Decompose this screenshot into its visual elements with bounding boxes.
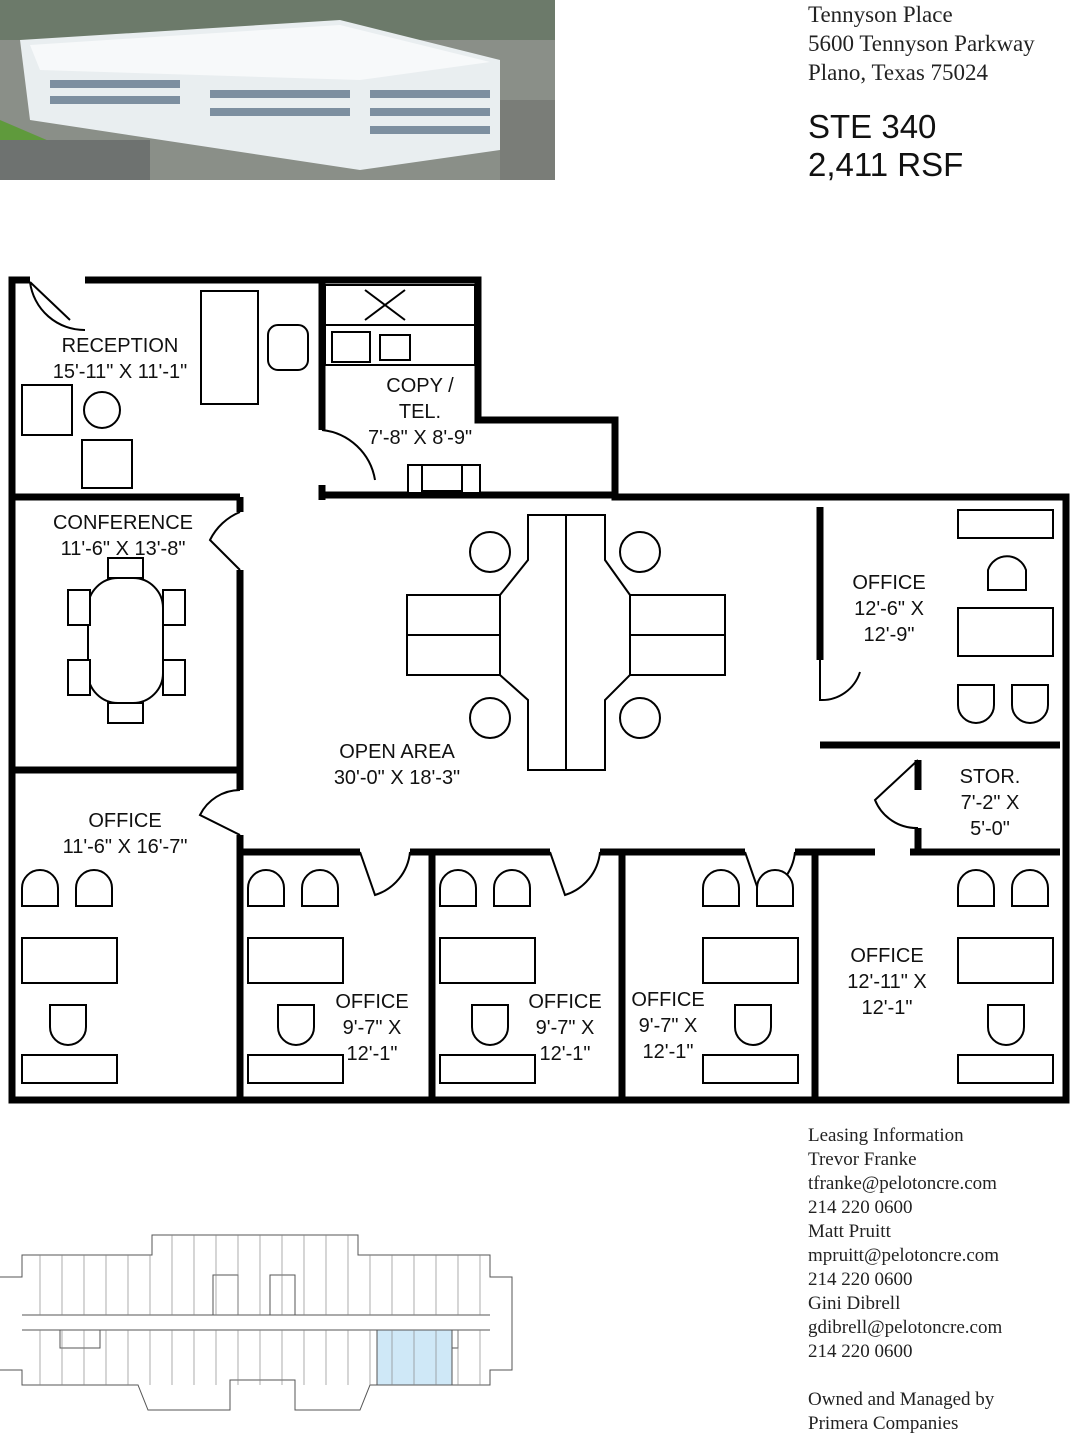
office-furniture	[21, 869, 1054, 1084]
contact-email[interactable]: mpruitt@pelotoncre.com	[808, 1245, 1000, 1266]
reception-dims: 15'-11" X 11'-1"	[53, 361, 188, 383]
office-1-dims: 9'-7" X	[343, 1017, 402, 1039]
storage-dims: 7'-2" X	[961, 792, 1020, 814]
office-ne-label: OFFICE	[852, 572, 925, 594]
rentable-area: 2,411 RSF	[808, 146, 964, 183]
open-area-dims: 30'-0" X 18'-3"	[334, 767, 460, 789]
chair	[277, 1004, 315, 1046]
room-labels: RECEPTION 15'-11" X 11'-1" COPY / TEL. 7…	[53, 335, 1021, 1065]
chair	[439, 869, 477, 907]
desk	[702, 937, 799, 984]
owner-line-1: Owned and Managed by	[808, 1389, 995, 1410]
credenza	[439, 1054, 536, 1084]
office-2-dims-2: 12'-1"	[540, 1043, 591, 1065]
office-se-dims-2: 12'-1"	[862, 997, 913, 1019]
office-3-label: OFFICE	[631, 989, 704, 1011]
storage-dims-2: 5'-0"	[970, 818, 1010, 840]
owner-line-2: Primera Companies	[808, 1413, 959, 1434]
reception-label: RECEPTION	[62, 335, 179, 357]
building-photo	[0, 0, 555, 180]
chair	[987, 1004, 1025, 1046]
leasing-information: Leasing Information Trevor Franke tfranke…	[808, 1124, 1002, 1364]
suite-highlight	[376, 1329, 453, 1386]
storage-label: STOR.	[960, 766, 1021, 788]
suite-info: STE 340 2,411 RSF	[808, 108, 963, 184]
chair	[301, 869, 339, 907]
contact-name: Matt Pruitt	[808, 1221, 891, 1242]
office-3-dims: 9'-7" X	[639, 1015, 698, 1037]
credenza	[247, 1054, 344, 1084]
chair	[493, 869, 531, 907]
office-ne-dims-2: 12'-9"	[864, 624, 915, 646]
conference-label: CONFERENCE	[53, 512, 193, 534]
suite-number: STE 340	[808, 108, 937, 145]
contact-phone: 214 220 0600	[808, 1341, 913, 1362]
open-area-label: OPEN AREA	[339, 741, 455, 763]
chair	[471, 1004, 509, 1046]
contact-phone: 214 220 0600	[808, 1269, 913, 1290]
contact-name: Gini Dibrell	[808, 1293, 901, 1314]
contact-email[interactable]: tfranke@pelotoncre.com	[808, 1173, 997, 1194]
chair	[1011, 869, 1049, 907]
walls	[8, 276, 1070, 1104]
credenza	[702, 1054, 799, 1084]
credenza	[21, 1054, 118, 1084]
owner-info: Owned and Managed by Primera Companies	[808, 1388, 994, 1436]
chair	[49, 1004, 87, 1046]
contact-phone: 214 220 0600	[808, 1197, 913, 1218]
office-1-label: OFFICE	[335, 991, 408, 1013]
credenza	[957, 1054, 1054, 1084]
desk	[247, 937, 344, 984]
chair	[702, 869, 740, 907]
copy-label-2: TEL.	[399, 401, 441, 423]
chair	[75, 869, 113, 907]
furniture	[21, 290, 1054, 771]
office-w-dims: 11'-6" X 16'-7"	[63, 836, 188, 858]
building-key-plan	[0, 1234, 513, 1411]
desk	[957, 937, 1054, 984]
office-1-dims-2: 12'-1"	[347, 1043, 398, 1065]
desk	[21, 937, 118, 984]
contact-email[interactable]: gdibrell@pelotoncre.com	[808, 1317, 1003, 1338]
building-name: Tennyson Place	[808, 2, 953, 27]
office-ne-dims: 12'-6" X	[854, 598, 924, 620]
chair	[21, 869, 59, 907]
copy-label: COPY /	[386, 375, 454, 397]
chair	[247, 869, 285, 907]
office-se-label: OFFICE	[850, 945, 923, 967]
office-w-label: OFFICE	[88, 810, 161, 832]
suite-floor-plan: RECEPTION 15'-11" X 11'-1" COPY / TEL. 7…	[8, 276, 1070, 1104]
copy-dims: 7'-8" X 8'-9"	[368, 427, 472, 449]
leasing-title: Leasing Information	[808, 1125, 964, 1146]
street-address: 5600 Tennyson Parkway	[808, 31, 1035, 56]
chair	[756, 869, 794, 907]
desk	[439, 937, 536, 984]
chair	[734, 1004, 772, 1046]
office-se-dims: 12'-11" X	[847, 971, 926, 993]
city-state-zip: Plano, Texas 75024	[808, 60, 989, 85]
building-address: Tennyson Place 5600 Tennyson Parkway Pla…	[808, 0, 1035, 87]
chair	[957, 869, 995, 907]
office-3-dims-2: 12'-1"	[643, 1041, 694, 1063]
conference-dims: 11'-6" X 13'-8"	[61, 538, 186, 560]
contact-name: Trevor Franke	[808, 1149, 917, 1170]
contact-list: Trevor Franke tfranke@pelotoncre.com 214 2…	[808, 1148, 1002, 1364]
office-2-dims: 9'-7" X	[536, 1017, 595, 1039]
office-2-label: OFFICE	[528, 991, 601, 1013]
